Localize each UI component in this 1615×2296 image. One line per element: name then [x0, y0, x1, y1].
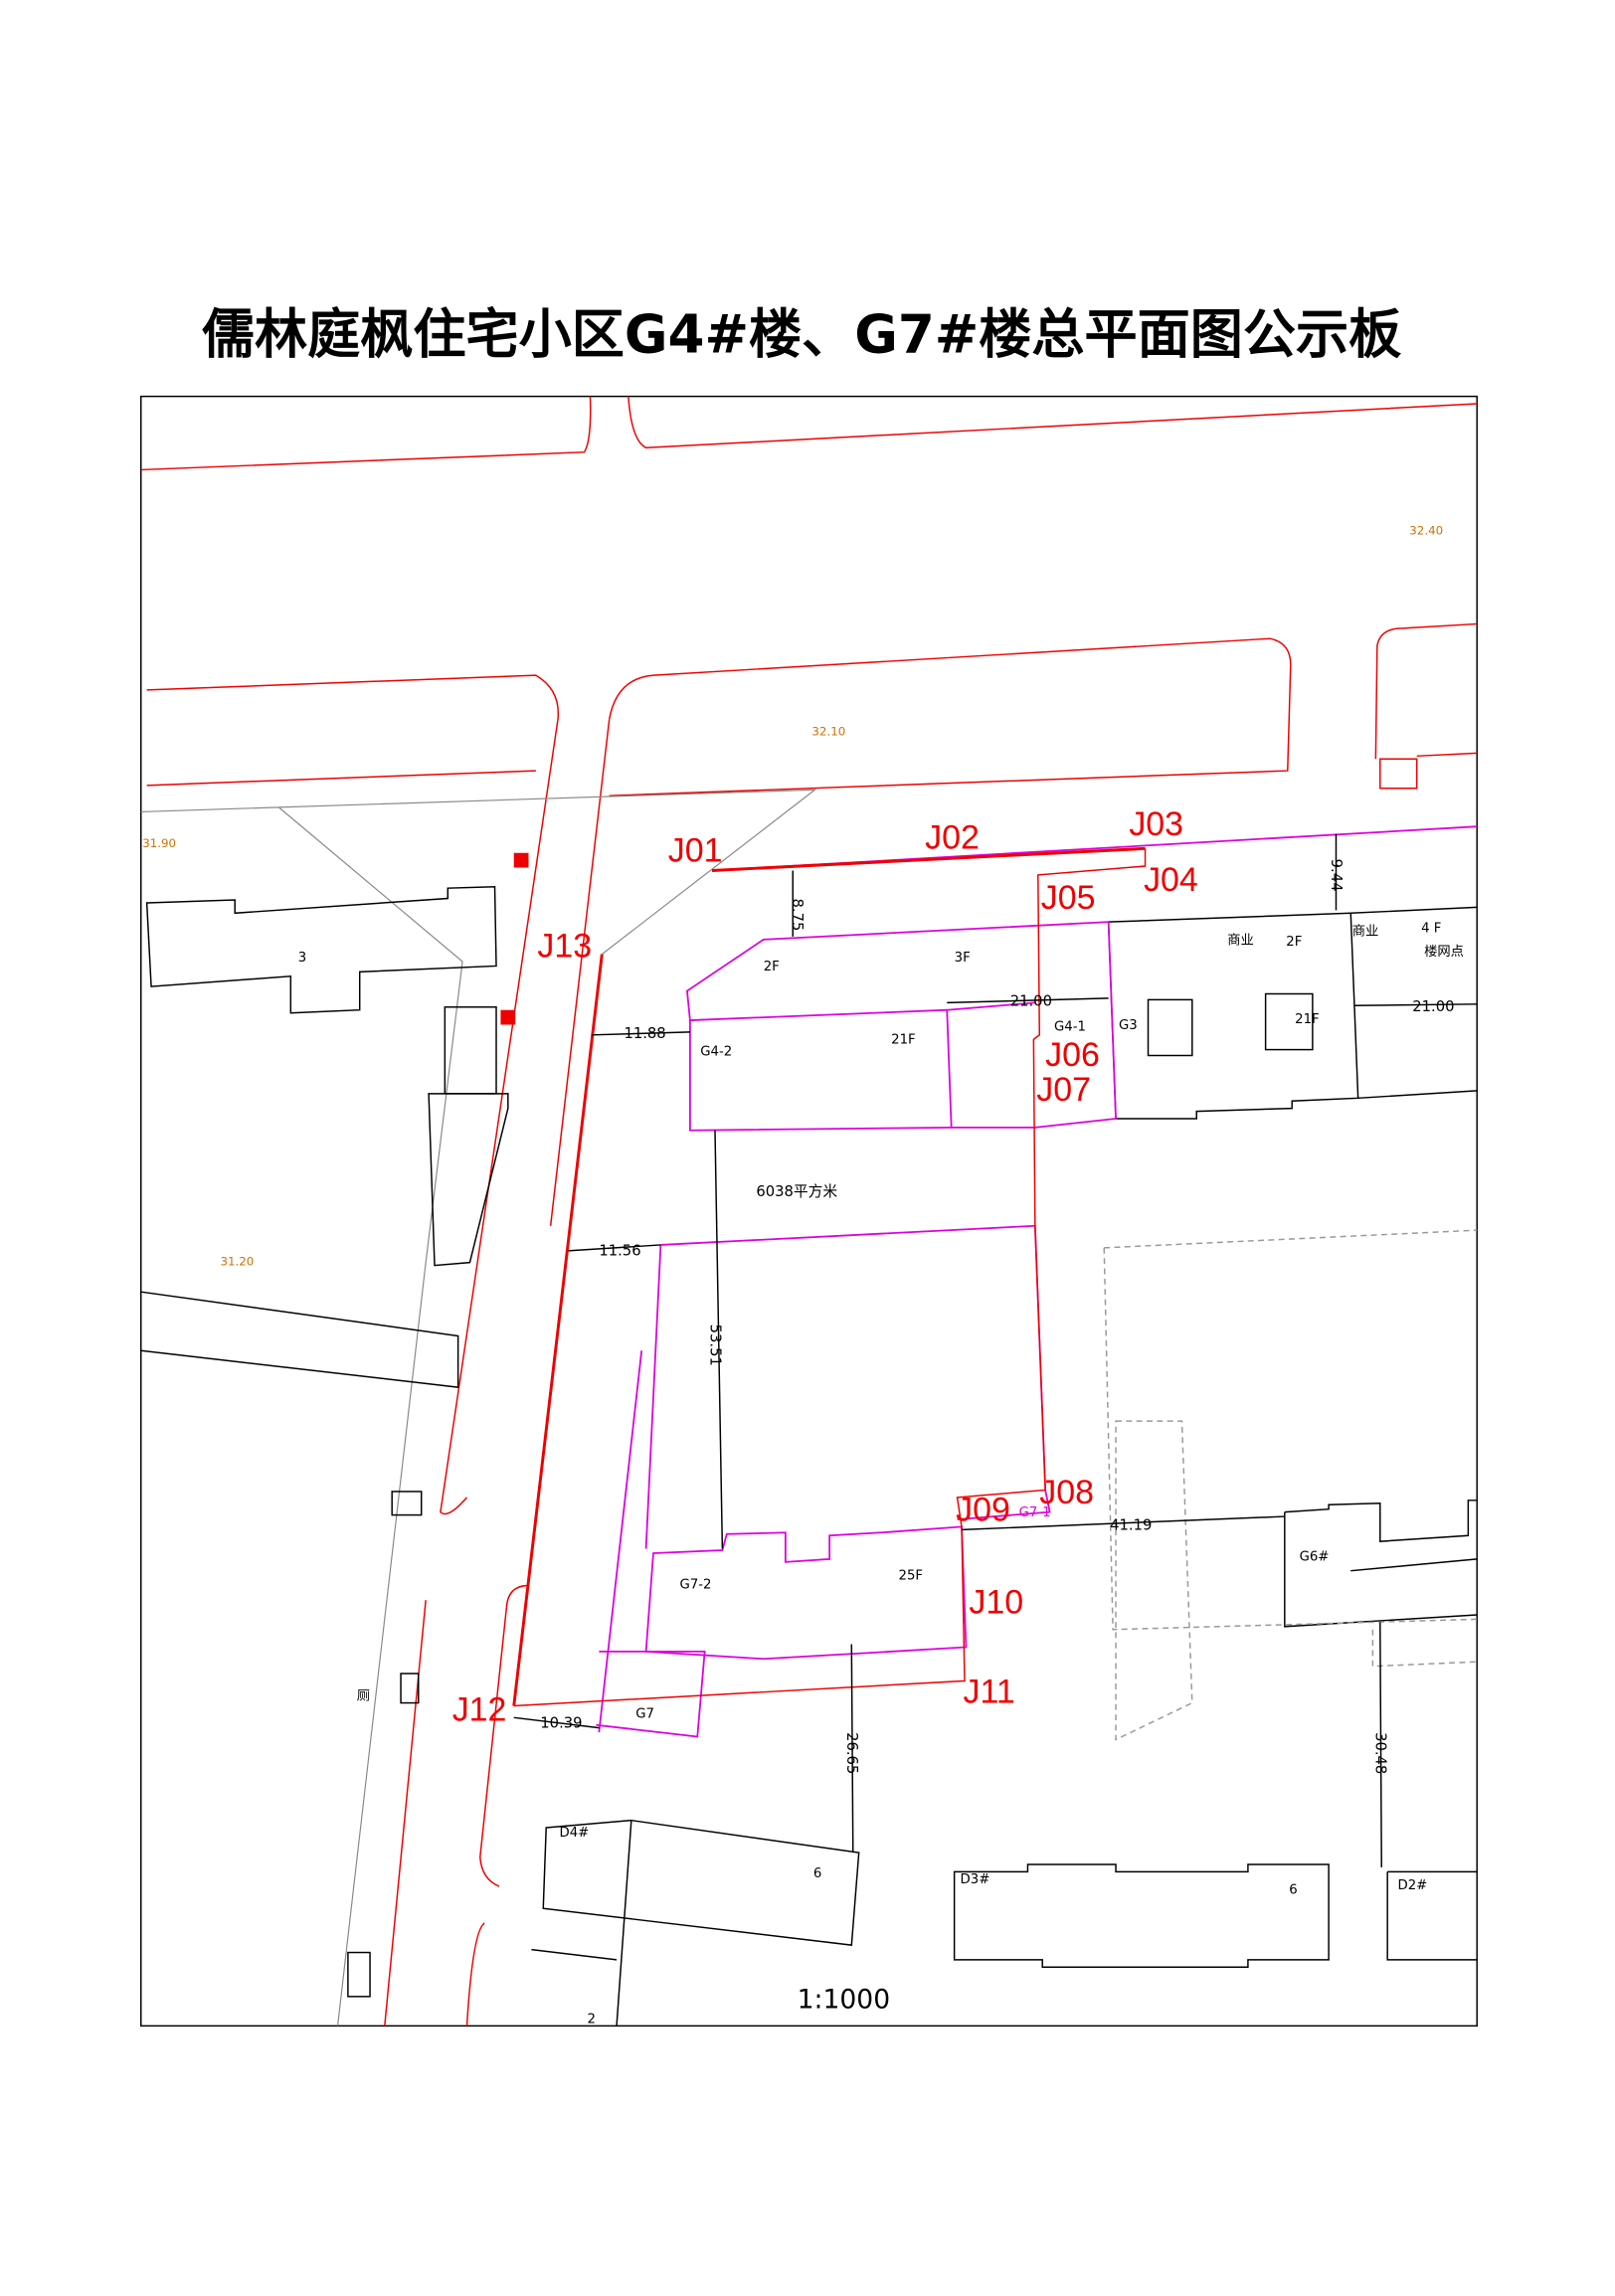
building-label: 6: [813, 1866, 821, 1881]
building-label: 厕: [357, 1689, 370, 1704]
elevation-label: 32.10: [811, 725, 845, 739]
dim-label: 26.65: [843, 1732, 860, 1774]
elevation-label: 31.20: [220, 1255, 254, 1269]
point-label-j02: J02: [925, 818, 980, 856]
elevation-label: 32.40: [1409, 523, 1443, 537]
building-label: G7: [635, 1706, 654, 1721]
point-label-j12: J12: [452, 1690, 507, 1728]
dim-label: 41.19: [1110, 1516, 1152, 1533]
area-label: 6038平方米: [756, 1183, 837, 1200]
building-label: D3#: [961, 1872, 990, 1887]
point-label-j13: J13: [537, 928, 592, 966]
building-label: 楼网点: [1424, 944, 1464, 960]
dimension-lines: [513, 833, 1478, 1867]
point-label-j06: J06: [1045, 1036, 1100, 1074]
building-label: 商业: [1352, 923, 1379, 939]
dim-label: 30.48: [1371, 1732, 1388, 1774]
dim-label: 53.51: [707, 1325, 724, 1366]
building-label: G7-1: [1019, 1505, 1051, 1520]
building-label: 2F: [1286, 935, 1302, 950]
elevation-label: 31.90: [142, 836, 176, 850]
roads: [140, 396, 1478, 2027]
point-label-j10: J10: [969, 1584, 1023, 1622]
building-label: 3: [298, 951, 306, 966]
building-label: 3F: [955, 951, 971, 966]
marker-square: [500, 1009, 516, 1025]
building-label: 2: [588, 2012, 596, 2027]
building-label: G3: [1119, 1018, 1138, 1033]
boundary-point-labels: J01 J02 J03 J04 J05 J06 J07 J08 J09 J10 …: [452, 805, 1198, 1728]
building-label: G7-2: [680, 1577, 712, 1592]
point-label-j05: J05: [1041, 879, 1096, 917]
point-label-j08: J08: [1039, 1474, 1094, 1511]
parcel-boundary: [512, 846, 1147, 1707]
map-frame: [139, 395, 1478, 2028]
dim-label: 21.00: [1010, 992, 1052, 1009]
existing-buildings: [140, 885, 1478, 2027]
building-label: G4-1: [1054, 1019, 1086, 1034]
building-label: 2F: [764, 960, 780, 974]
building-label: 商业: [1227, 932, 1254, 948]
building-label: 21F: [1295, 1012, 1320, 1027]
building-label: D4#: [559, 1826, 589, 1841]
marker-square: [513, 852, 529, 868]
building-label: 21F: [891, 1033, 916, 1048]
dim-label: 11.56: [599, 1242, 640, 1259]
scale-label: 1:1000: [798, 1985, 890, 2016]
point-label-j03: J03: [1129, 805, 1183, 843]
dim-label: 21.00: [1412, 998, 1454, 1015]
building-label: G6#: [1300, 1549, 1330, 1564]
dim-label: 9.44: [1328, 859, 1345, 892]
building-label: D2#: [1397, 1878, 1427, 1893]
building-label: G4-2: [700, 1044, 732, 1059]
building-label: 6: [1289, 1882, 1297, 1897]
dim-label: 8.75: [789, 899, 806, 932]
dim-label: 10.39: [540, 1715, 582, 1732]
point-label-j01: J01: [668, 832, 723, 870]
page-title: 儒林庭枫住宅小区G4#楼、G7#楼总平面图公示板: [202, 303, 1401, 365]
point-label-j09: J09: [956, 1491, 1010, 1528]
point-label-j04: J04: [1144, 861, 1198, 899]
dim-label: 11.88: [624, 1025, 665, 1042]
building-label: 4 F: [1421, 921, 1441, 936]
point-label-j07: J07: [1036, 1071, 1091, 1109]
point-label-j11: J11: [963, 1674, 1014, 1711]
building-label: 25F: [899, 1569, 924, 1584]
